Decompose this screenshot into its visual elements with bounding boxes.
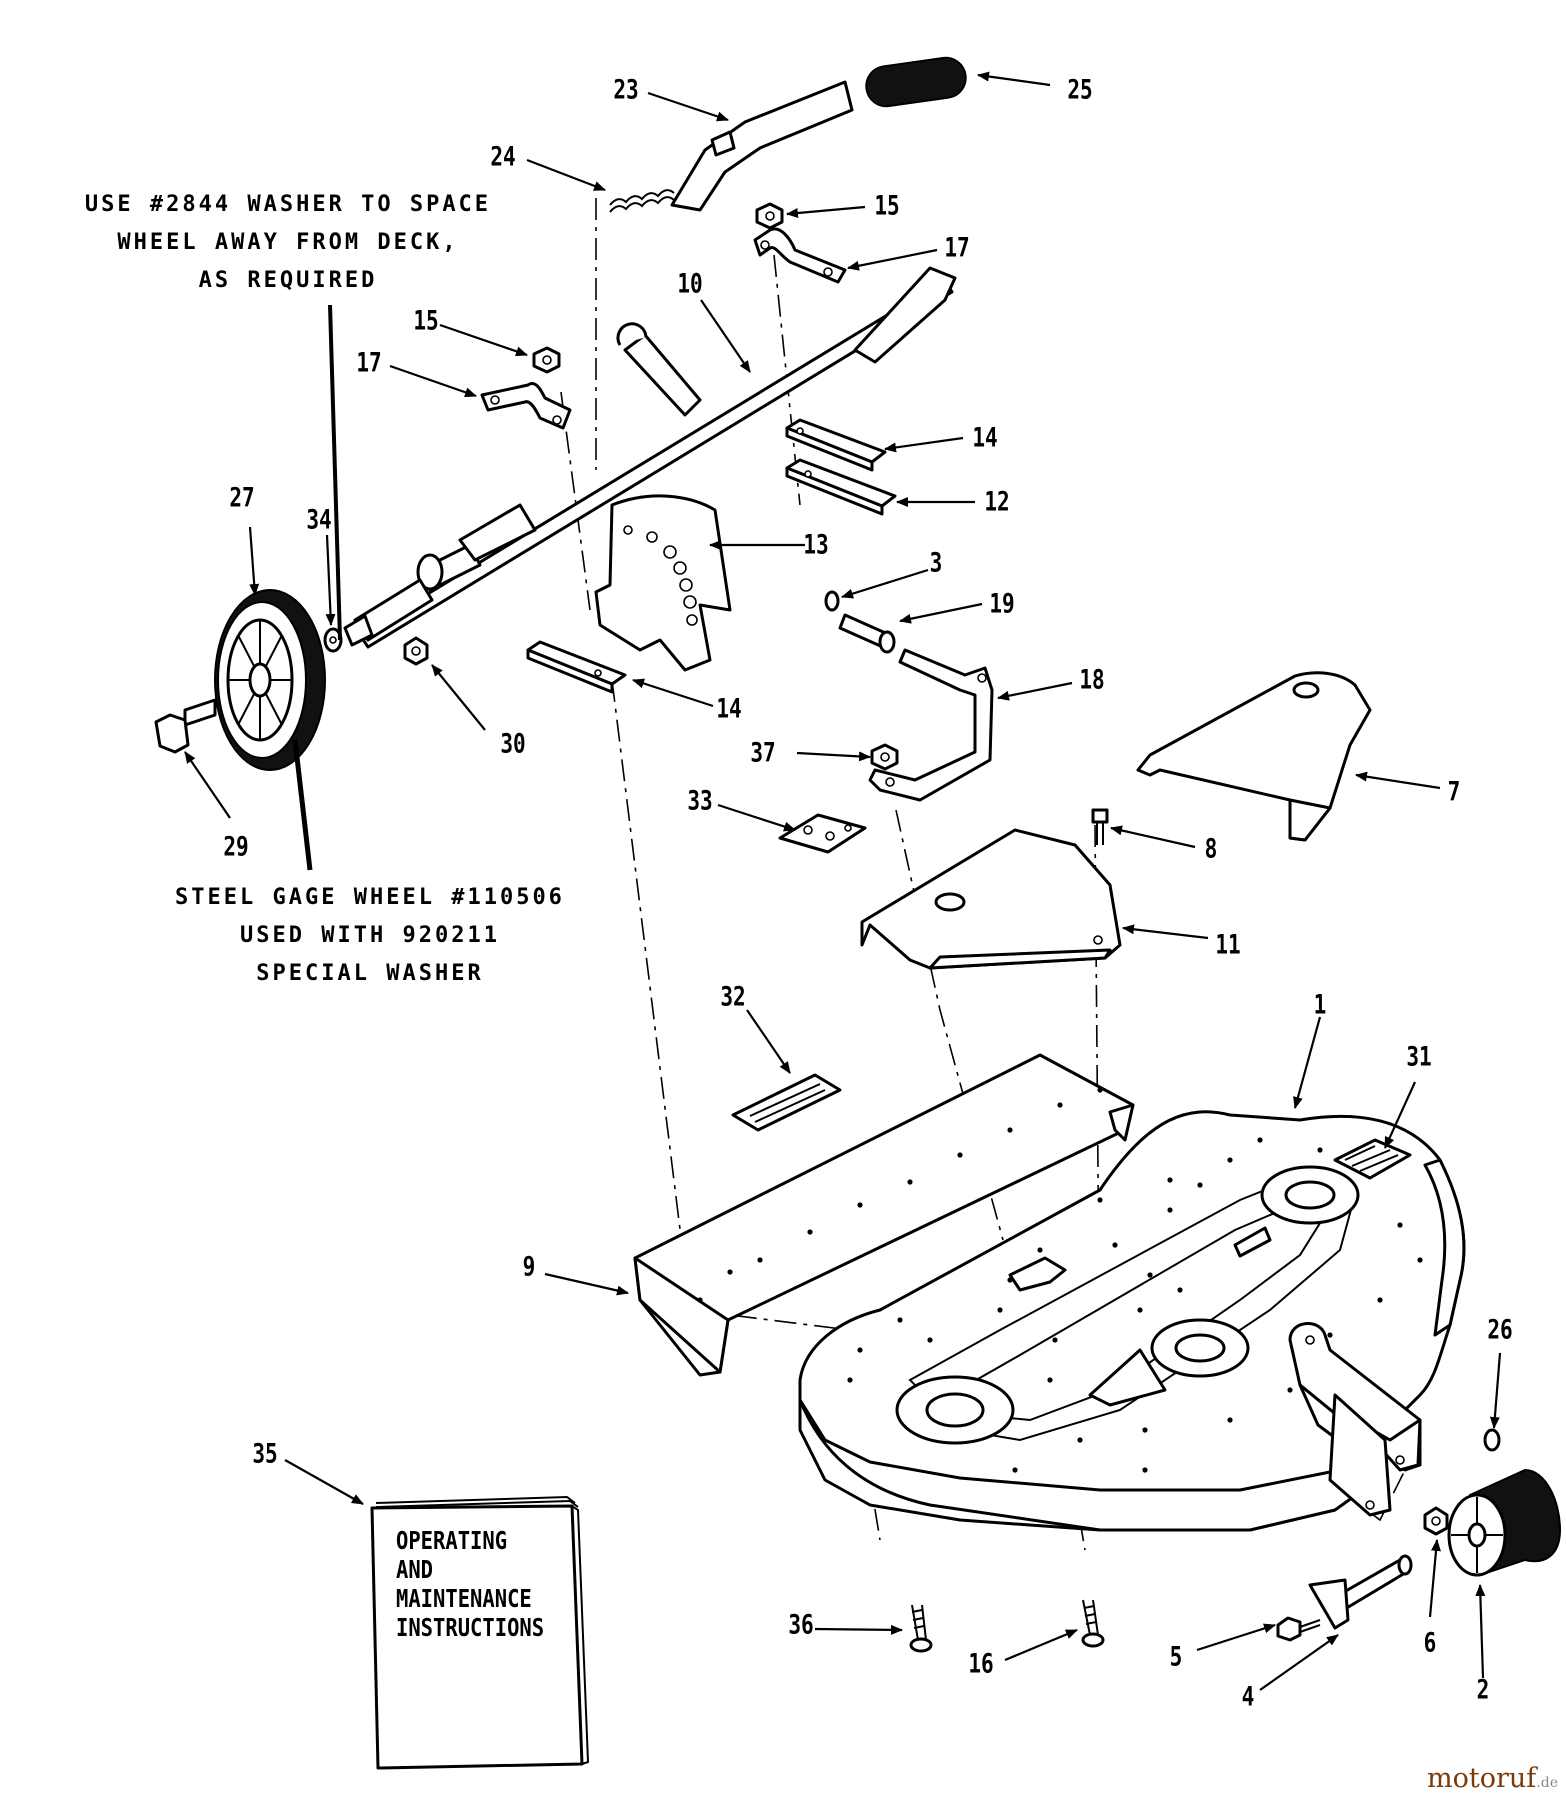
- part-13-quadrant-plate: [594, 494, 732, 672]
- callout-14-upper: 14: [972, 422, 998, 454]
- part-19-spacer: [838, 613, 896, 654]
- part-12-plate: [785, 458, 897, 516]
- callout-15-upper: 15: [874, 190, 900, 222]
- callout-17-upper: 17: [944, 232, 970, 264]
- washer-note-line-3: AS REQUIRED: [198, 268, 378, 293]
- washer-spacing-note: USE #2844 WASHER TO SPACE WHEEL AWAY FRO…: [28, 186, 548, 300]
- part-25-hand-grip: [865, 56, 967, 108]
- callout-34: 34: [306, 504, 332, 536]
- manual-line-1: OPERATING: [396, 1526, 508, 1555]
- callout-9: 9: [522, 1251, 536, 1283]
- watermark-brand: motoruf: [1427, 1763, 1537, 1794]
- part-34-washer: [323, 627, 343, 653]
- callout-16: 16: [968, 1648, 994, 1680]
- part-5-bolt: [1276, 1616, 1321, 1642]
- callout-18: 18: [1079, 664, 1105, 696]
- callout-5: 5: [1169, 1641, 1183, 1673]
- callout-4: 4: [1241, 1681, 1255, 1713]
- part-37-nut: [870, 743, 899, 771]
- manual-line-2: AND: [396, 1555, 434, 1584]
- part-10-lift-rod: [343, 266, 957, 649]
- callout-19: 19: [989, 588, 1015, 620]
- part-17-bracket-lower: [480, 382, 572, 430]
- callout-27: 27: [229, 482, 255, 514]
- callout-10: 10: [677, 268, 703, 300]
- part-30-nut: [403, 636, 429, 666]
- manual-line-4: INSTRUCTIONS: [396, 1613, 545, 1642]
- callout-31: 31: [1406, 1041, 1432, 1073]
- part-8-bolt: [1091, 808, 1109, 845]
- wheel-note-line-1: STEEL GAGE WHEEL #110506: [175, 885, 565, 910]
- callout-11: 11: [1215, 929, 1241, 961]
- part-36-bolt: [909, 1604, 933, 1653]
- part-11-front-cover: [860, 828, 1122, 970]
- part-16-bolt: [1081, 1599, 1105, 1648]
- callout-7: 7: [1447, 776, 1461, 808]
- callout-32: 32: [720, 981, 746, 1013]
- part-27-gage-wheel: [214, 589, 326, 771]
- part-9-front-baffle: [633, 1053, 1135, 1377]
- part-33-decal: [778, 813, 867, 854]
- manual-line-3: MAINTENANCE: [396, 1584, 532, 1613]
- callout-2: 2: [1476, 1674, 1490, 1706]
- callout-37: 37: [750, 737, 776, 769]
- part-23-height-lever: [670, 80, 854, 212]
- part-26-washer: [1483, 1428, 1501, 1452]
- callout-1: 1: [1313, 989, 1327, 1021]
- washer-note-line-2: WHEEL AWAY FROM DECK,: [117, 230, 459, 255]
- note-pointer-lines: [292, 304, 342, 871]
- callout-15-lower: 15: [413, 305, 439, 337]
- callout-3: 3: [929, 547, 943, 579]
- part-24-spring: [609, 189, 675, 213]
- callout-30: 30: [500, 728, 526, 760]
- callout-6: 6: [1423, 1627, 1437, 1659]
- part-14-plate-lower: [526, 640, 627, 694]
- callout-8: 8: [1204, 833, 1218, 865]
- part-3-clip: [824, 590, 840, 612]
- callout-13: 13: [803, 529, 829, 561]
- callout-26: 26: [1487, 1314, 1513, 1346]
- part-7-rear-cover: [1136, 671, 1372, 842]
- part-2-roller: [1447, 1468, 1562, 1577]
- part-6-nut: [1423, 1506, 1449, 1536]
- callout-33: 33: [687, 785, 713, 817]
- callout-14-lower: 14: [716, 693, 742, 725]
- callout-23: 23: [613, 74, 639, 106]
- part-35-manual: [370, 1495, 590, 1770]
- watermark-tld: .de: [1536, 1775, 1558, 1791]
- part-32-decal: [731, 1073, 842, 1132]
- callout-24: 24: [490, 141, 516, 173]
- callout-12: 12: [984, 486, 1010, 518]
- site-watermark: motoruf.de: [1427, 1763, 1558, 1794]
- callout-17-lower: 17: [356, 347, 382, 379]
- manual-cover-title: OPERATING AND MAINTENANCE INSTRUCTIONS: [396, 1526, 544, 1642]
- roller-brackets: [1288, 1322, 1422, 1517]
- gage-wheel-note: STEEL GAGE WHEEL #110506 USED WITH 92021…: [105, 879, 635, 993]
- part-4-axle: [1308, 1554, 1413, 1630]
- washer-note-line-1: USE #2844 WASHER TO SPACE: [84, 192, 492, 217]
- part-15-nut-upper: [755, 202, 784, 230]
- wheel-note-line-2: USED WITH 920211: [240, 923, 500, 948]
- wheel-note-line-3: SPECIAL WASHER: [256, 961, 484, 986]
- callout-36: 36: [788, 1609, 814, 1641]
- callout-29: 29: [223, 831, 249, 863]
- callout-leaders: [184, 71, 1502, 1691]
- part-1-mower-deck: [798, 1110, 1466, 1532]
- part-29-axle-bolt: [154, 698, 217, 754]
- callout-25: 25: [1067, 74, 1093, 106]
- part-18-link-rod: [868, 648, 994, 802]
- callout-35: 35: [252, 1438, 278, 1470]
- part-15-nut-lower: [532, 346, 561, 374]
- part-17-bracket-upper: [753, 227, 847, 284]
